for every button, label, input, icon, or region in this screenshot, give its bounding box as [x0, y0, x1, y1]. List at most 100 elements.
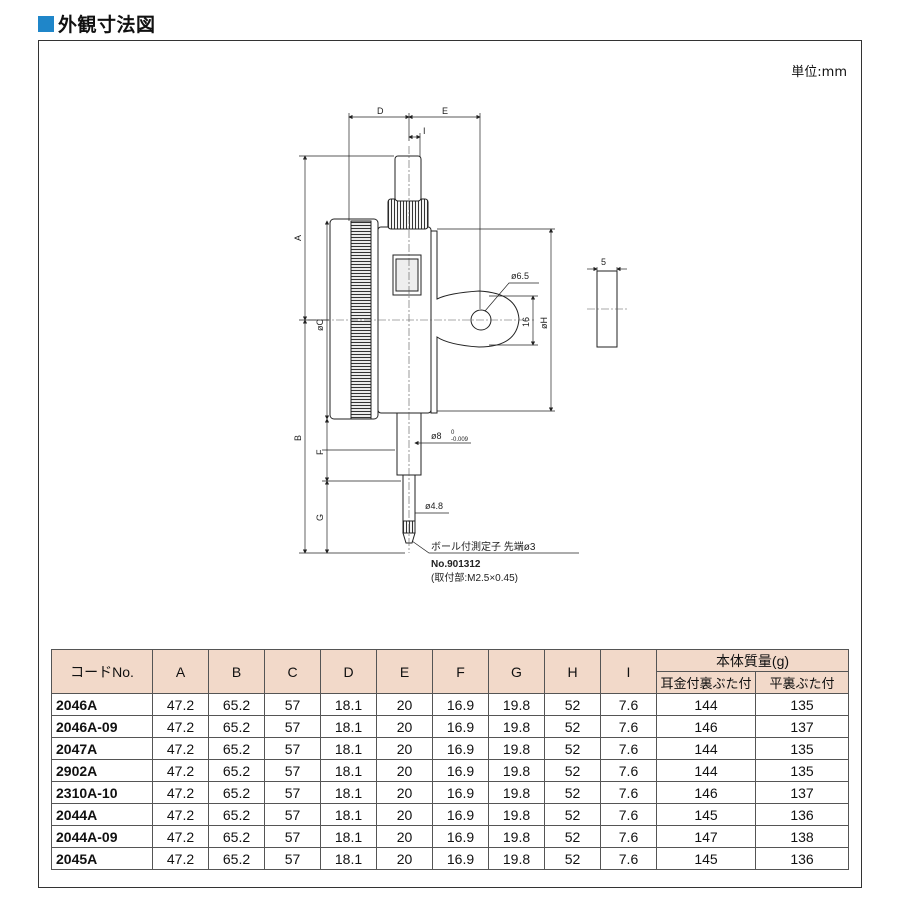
table-cell-d: 18.1 — [320, 737, 377, 760]
table-cell-c: 57 — [264, 715, 321, 738]
unit-label: 単位:mm — [791, 65, 847, 80]
table-cell-m2: 135 — [755, 693, 849, 716]
table-cell-g: 19.8 — [488, 737, 545, 760]
table-cell-g: 19.8 — [488, 715, 545, 738]
table-cell-m2: 138 — [755, 825, 849, 848]
dial-body — [329, 155, 618, 544]
title-square-icon — [38, 15, 54, 32]
table-cell-f: 16.9 — [432, 781, 489, 804]
drawing-frame: 単位:mm — [38, 40, 862, 888]
table-cell-c: 57 — [264, 737, 321, 760]
col-b: B — [208, 649, 265, 694]
table-cell-m2: 136 — [755, 847, 849, 870]
table-cell-b: 65.2 — [208, 847, 265, 870]
spec-table: コードNo. A B C D E F G H I 本体質量(g) 耳金付裏ぶた付… — [51, 649, 849, 870]
table-cell-m2: 137 — [755, 715, 849, 738]
table-cell-h: 52 — [544, 781, 601, 804]
dim-16-label: 16 — [521, 317, 531, 327]
table-cell-a: 47.2 — [152, 825, 209, 848]
stem-tol-lower: -0.009 — [451, 437, 469, 443]
table-cell-m1: 144 — [656, 693, 756, 716]
col-mass: 本体質量(g) — [656, 649, 849, 672]
table-cell-code: 2047A — [51, 737, 153, 760]
table-cell-m1: 147 — [656, 825, 756, 848]
table-cell-i: 7.6 — [600, 693, 657, 716]
table-cell-a: 47.2 — [152, 693, 209, 716]
table-cell-a: 47.2 — [152, 737, 209, 760]
table-cell-a: 47.2 — [152, 715, 209, 738]
title-text: 外観寸法図 — [58, 14, 156, 36]
table-cell-f: 16.9 — [432, 715, 489, 738]
table-cell-code: 2310A-10 — [51, 781, 153, 804]
table-subheader-row: 耳金付裏ぶた付 平裏ぶた付 — [52, 671, 849, 694]
dim-d-label: D — [377, 106, 384, 116]
table-cell-e: 20 — [376, 781, 433, 804]
table-cell-g: 19.8 — [488, 759, 545, 782]
table-cell-m2: 137 — [755, 781, 849, 804]
table-cell-a: 47.2 — [152, 847, 209, 870]
table-cell-d: 18.1 — [320, 759, 377, 782]
table-cell-code: 2044A-09 — [51, 825, 153, 848]
table-cell-d: 18.1 — [320, 847, 377, 870]
table-cell-d: 18.1 — [320, 781, 377, 804]
col-a: A — [152, 649, 209, 694]
table-cell-c: 57 — [264, 803, 321, 826]
table-cell-b: 65.2 — [208, 693, 265, 716]
table-cell-m2: 135 — [755, 759, 849, 782]
table-cell-e: 20 — [376, 825, 433, 848]
dim-a-label: A — [293, 235, 303, 241]
dim-h-label: øH — [539, 317, 549, 329]
table-cell-f: 16.9 — [432, 759, 489, 782]
col-d: D — [320, 649, 377, 694]
table-cell-h: 52 — [544, 847, 601, 870]
table-cell-i: 7.6 — [600, 781, 657, 804]
dim-i-label: I — [423, 126, 426, 136]
dim-f-label: F — [315, 449, 325, 455]
table-cell-code: 2902A — [51, 759, 153, 782]
table-cell-d: 18.1 — [320, 825, 377, 848]
tip-label: ø4.8 — [425, 501, 443, 511]
dim-b-label: B — [293, 435, 303, 441]
table-cell-e: 20 — [376, 715, 433, 738]
table-cell-m1: 144 — [656, 759, 756, 782]
contact-point-line2: No.901312 — [431, 559, 481, 570]
hole-label: ø6.5 — [511, 271, 529, 281]
table-cell-a: 47.2 — [152, 759, 209, 782]
col-h: H — [544, 649, 601, 694]
table-cell-c: 57 — [264, 781, 321, 804]
table-cell-g: 19.8 — [488, 803, 545, 826]
table-cell-d: 18.1 — [320, 693, 377, 716]
table-cell-i: 7.6 — [600, 825, 657, 848]
table-cell-f: 16.9 — [432, 737, 489, 760]
table-cell-f: 16.9 — [432, 847, 489, 870]
table-cell-g: 19.8 — [488, 781, 545, 804]
table-cell-c: 57 — [264, 693, 321, 716]
table-cell-b: 65.2 — [208, 825, 265, 848]
table-cell-a: 47.2 — [152, 781, 209, 804]
table-cell-a: 47.2 — [152, 803, 209, 826]
table-cell-i: 7.6 — [600, 715, 657, 738]
table-cell-i: 7.6 — [600, 803, 657, 826]
table-cell-b: 65.2 — [208, 759, 265, 782]
col-f: F — [432, 649, 489, 694]
table-cell-h: 52 — [544, 825, 601, 848]
table-cell-e: 20 — [376, 847, 433, 870]
col-c: C — [264, 649, 321, 694]
table-cell-m1: 146 — [656, 715, 756, 738]
contact-point-line3: (取付部:M2.5×0.45) — [431, 571, 518, 584]
table-cell-h: 52 — [544, 803, 601, 826]
dimension-drawing: D E I A B øC F G øH 16 5 ø6.5 ø8 0 -0.00… — [293, 106, 629, 584]
table-cell-f: 16.9 — [432, 825, 489, 848]
table-cell-h: 52 — [544, 693, 601, 716]
table-cell-i: 7.6 — [600, 847, 657, 870]
table-cell-b: 65.2 — [208, 737, 265, 760]
col-e: E — [376, 649, 433, 694]
table-cell-m1: 145 — [656, 803, 756, 826]
